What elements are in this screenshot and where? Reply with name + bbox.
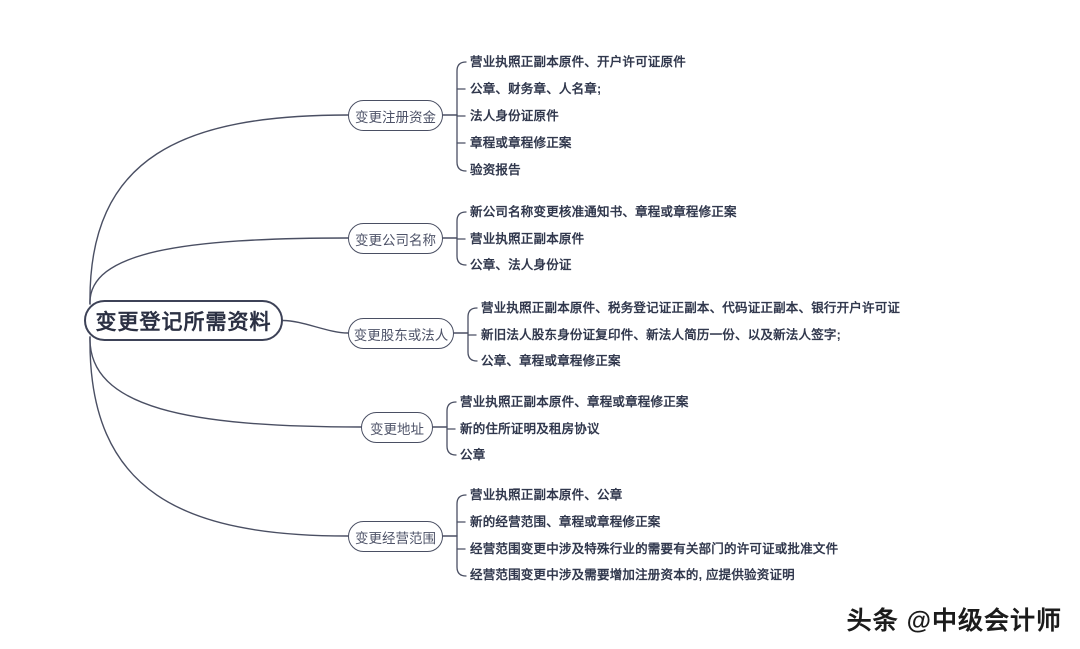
branch-node-2[interactable]: 变更股东或法人 xyxy=(348,318,454,349)
leaf-item: 营业执照正副本原件 xyxy=(470,233,584,246)
leaf-item: 经营范围变更中涉及需要增加注册资本的, 应提供验资证明 xyxy=(470,569,795,582)
leaf-item-label: 公章、法人身份证 xyxy=(470,258,572,272)
leaf-item-label: 新的经营范围、章程或章程修正案 xyxy=(470,515,661,529)
leaf-bracket-0 xyxy=(456,61,467,172)
leaf-item-label: 公章、章程或章程修正案 xyxy=(481,354,621,368)
leaf-bracket-3 xyxy=(446,401,457,456)
leaf-item-label: 经营范围变更中涉及需要增加注册资本的, 应提供验资证明 xyxy=(470,568,795,582)
leaf-item: 新公司名称变更核准通知书、章程或章程修正案 xyxy=(470,206,737,219)
leaf-bracket-1 xyxy=(456,211,467,266)
leaf-item: 新的经营范围、章程或章程修正案 xyxy=(470,516,661,529)
branch-node-label: 变更股东或法人 xyxy=(353,327,449,343)
leaf-item-label: 新的住所证明及租房协议 xyxy=(460,422,600,436)
branch-node-label: 变更地址 xyxy=(370,421,424,437)
leaf-item: 营业执照正副本原件、公章 xyxy=(470,489,622,502)
leaf-item-label: 营业执照正副本原件、公章 xyxy=(470,488,623,502)
branch-node-1[interactable]: 变更公司名称 xyxy=(348,223,443,254)
leaf-item-label: 新公司名称变更核准通知书、章程或章程修正案 xyxy=(470,205,737,219)
leaf-item-label: 章程或章程修正案 xyxy=(470,136,572,150)
leaf-item-label: 营业执照正副本原件、开户许可证原件 xyxy=(470,55,686,69)
leaf-item: 章程或章程修正案 xyxy=(470,137,572,150)
leaf-item: 新旧法人股东身份证复印件、新法人简历一份、以及新法人签字; xyxy=(481,329,841,342)
root-branch-connector-1 xyxy=(89,237,349,305)
leaf-bracket-2 xyxy=(467,307,478,362)
leaf-item-label: 新旧法人股东身份证复印件、新法人简历一份、以及新法人签字; xyxy=(481,328,841,342)
branch-node-label: 变更注册资金 xyxy=(355,109,436,125)
root-branch-connector-3 xyxy=(89,336,362,428)
leaf-item: 营业执照正副本原件、开户许可证原件 xyxy=(470,56,686,69)
root-branch-connector-4 xyxy=(89,336,349,537)
leaf-item: 公章 xyxy=(460,449,485,462)
leaf-item-label: 经营范围变更中涉及特殊行业的需要有关部门的许可证或批准文件 xyxy=(470,542,839,556)
leaf-item: 经营范围变更中涉及特殊行业的需要有关部门的许可证或批准文件 xyxy=(470,543,838,556)
branch-node-label: 变更经营范围 xyxy=(355,530,436,546)
root-node[interactable]: 变更登记所需资料 xyxy=(84,300,283,341)
leaf-item-label: 公章、财务章、人名章; xyxy=(470,82,602,96)
branch-node-label: 变更公司名称 xyxy=(355,232,436,248)
leaf-item: 公章、财务章、人名章; xyxy=(470,83,601,96)
leaf-item-label: 营业执照正副本原件、税务登记证正副本、代码证正副本、银行开户许可证 xyxy=(481,301,901,315)
leaf-item: 新的住所证明及租房协议 xyxy=(460,423,600,436)
leaf-item: 营业执照正副本原件、章程或章程修正案 xyxy=(460,396,689,409)
leaf-item-label: 公章 xyxy=(460,448,486,462)
branch-node-3[interactable]: 变更地址 xyxy=(361,412,433,443)
leaf-item: 公章、章程或章程修正案 xyxy=(481,355,621,368)
leaf-item: 公章、法人身份证 xyxy=(470,259,572,272)
watermark: 头条 @中级会计师 xyxy=(846,607,1062,635)
leaf-item-label: 营业执照正副本原件、章程或章程修正案 xyxy=(460,395,689,409)
leaf-item: 验资报告 xyxy=(470,164,521,177)
root-node-label: 变更登记所需资料 xyxy=(95,310,272,334)
leaf-item-label: 营业执照正副本原件 xyxy=(470,232,585,246)
leaf-item-label: 法人身份证原件 xyxy=(470,109,559,123)
branch-node-0[interactable]: 变更注册资金 xyxy=(348,100,443,131)
branch-node-4[interactable]: 变更经营范围 xyxy=(348,521,443,552)
root-branch-connector-2 xyxy=(282,319,349,334)
leaf-item: 法人身份证原件 xyxy=(470,110,559,123)
leaf-item-label: 验资报告 xyxy=(470,163,521,177)
root-branch-connector-0 xyxy=(89,114,349,305)
leaf-bracket-4 xyxy=(456,494,467,577)
leaf-item: 营业执照正副本原件、税务登记证正副本、代码证正副本、银行开户许可证 xyxy=(481,302,900,315)
